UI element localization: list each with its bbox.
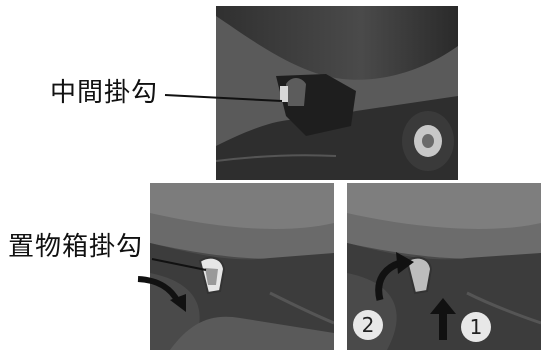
center-hook-label: 中間掛勾 (50, 78, 159, 108)
photo-storage-box-hook (150, 183, 334, 350)
photo-center-hook (216, 6, 458, 180)
step-1-badge: 1 (461, 312, 491, 342)
photo-storage-box-hook-image (150, 183, 334, 350)
storage-box-hook-label: 置物箱掛勾 (8, 232, 144, 262)
photo-center-hook-image (216, 6, 458, 180)
step-2-badge: 2 (353, 310, 383, 340)
